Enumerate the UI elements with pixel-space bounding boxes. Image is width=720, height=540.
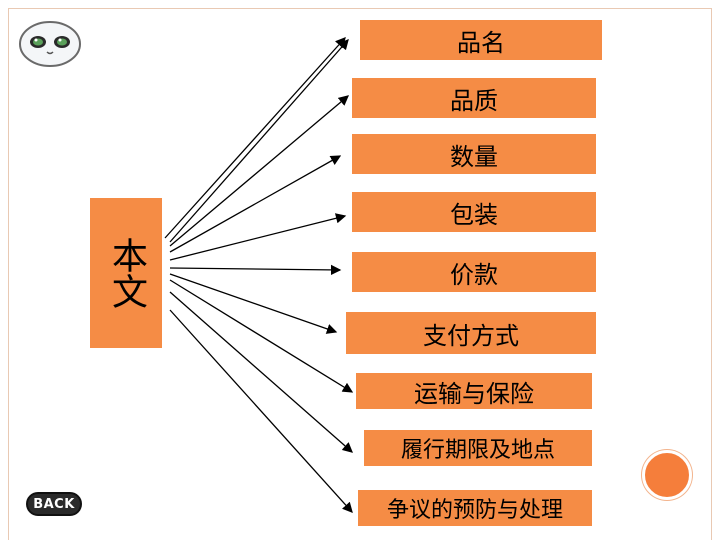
item-box-2: 品质 xyxy=(352,78,596,118)
item-box-3: 数量 xyxy=(352,134,596,174)
item-box-7: 运输与保险 xyxy=(356,373,592,409)
item-box-4: 包装 xyxy=(352,192,596,232)
item-box-1: 品名 xyxy=(360,20,602,60)
slide-frame xyxy=(8,8,712,540)
back-button[interactable]: BACK xyxy=(26,492,82,516)
item-box-9: 争议的预防与处理 xyxy=(358,490,592,526)
decorative-circle xyxy=(642,450,692,500)
item-box-5: 价款 xyxy=(352,252,596,292)
mascot-face-icon xyxy=(19,21,81,67)
root-box: 本文 xyxy=(90,198,162,348)
item-box-8: 履行期限及地点 xyxy=(364,430,592,466)
item-box-6: 支付方式 xyxy=(346,312,596,354)
